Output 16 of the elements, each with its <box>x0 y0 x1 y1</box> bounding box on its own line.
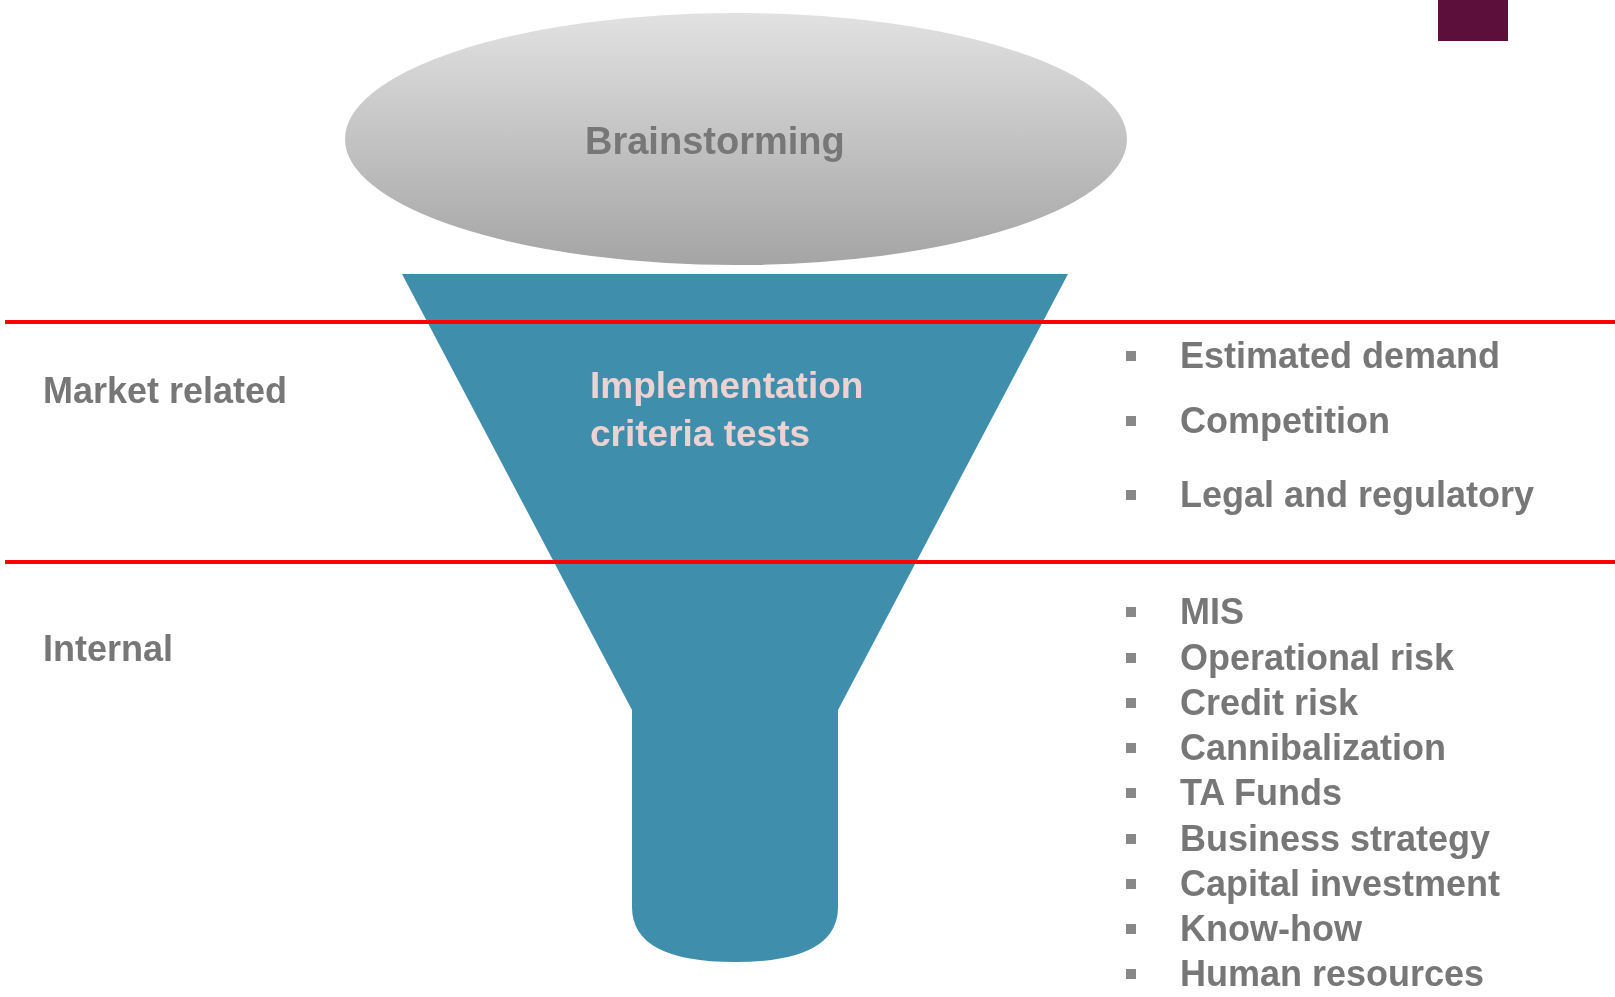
list-item: Credit risk <box>1180 682 1359 724</box>
section-label: Market related <box>43 370 288 412</box>
stage-label: Implementation criteria tests <box>590 364 865 457</box>
list-item: MIS <box>1180 591 1244 633</box>
list-item: Cannibalization <box>1180 727 1446 769</box>
list-item: Know-how <box>1180 908 1362 950</box>
list-item: Estimated demand <box>1180 335 1501 377</box>
list-item: Capital investment <box>1180 863 1501 905</box>
list-item: Competition <box>1180 400 1390 442</box>
list-item: Human resources <box>1180 953 1485 995</box>
list-item: Business strategy <box>1180 818 1491 860</box>
list-item: Legal and regulatory <box>1180 474 1535 516</box>
section-label: Internal <box>43 628 174 670</box>
list-item: Operational risk <box>1180 637 1455 679</box>
stage-label: Brainstorming <box>585 120 845 163</box>
list-item: TA Funds <box>1180 772 1342 814</box>
